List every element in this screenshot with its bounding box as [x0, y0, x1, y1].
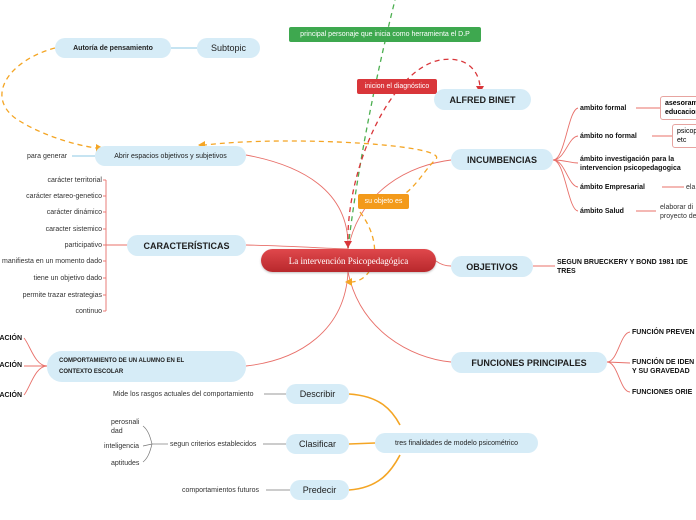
incumbencia-ambito-investigacion: ámbito investigación para la intervencio… — [580, 155, 681, 173]
topic-tres-finalidades[interactable]: tres finalidades de modelo psicométrico — [375, 433, 538, 453]
funcion-item: FUNCIÓN PREVEN — [632, 329, 695, 336]
caracteristica-item: participativo — [64, 242, 102, 249]
objetivos-line-1: SEGUN BRUECKERY Y BOND 1981 IDE — [557, 259, 688, 266]
personalidad-line-1: perosnali — [111, 419, 140, 426]
personalidad-line-2: dad — [111, 428, 123, 435]
central-topic[interactable]: La intervención Psicopedagógica — [261, 249, 436, 272]
funcion-identificacion-line-1: FUNCIÓN DE IDEN — [632, 359, 695, 366]
incumbencia-empresarial-detail: ela — [686, 184, 696, 191]
topic-incumbencias[interactable]: INCUMBENCIAS — [451, 149, 553, 170]
topic-alfred-binet[interactable]: ALFRED BINET — [434, 89, 531, 110]
no-formal-detail-line-2: etc — [677, 137, 687, 144]
caracteristica-item: tiene un objetivo dado — [33, 275, 103, 282]
caracteristica-item: carácter etareo-genetico — [26, 193, 102, 200]
topic-autoria-pensamiento[interactable]: Autoría de pensamiento — [55, 38, 171, 58]
formal-detail-line-1: asesorami — [665, 100, 696, 107]
caracteristica-item: continuo — [75, 308, 102, 315]
caracteristica-item: carácter territorial — [47, 177, 102, 184]
comportamiento-item: ACIÓN — [0, 392, 22, 399]
funcion-item: FUNCIÓN DE IDEN Y SU GRAVEDAD — [632, 358, 694, 376]
topic-caracteristicas[interactable]: CARACTERÍSTICAS — [127, 235, 246, 256]
incumbencia-ambito-salud: ámbito Salud — [580, 208, 624, 215]
funcion-identificacion-line-2: Y SU GRAVEDAD — [632, 368, 690, 375]
clasificar-detail: segun criterios establecidos — [170, 441, 257, 448]
topic-comportamiento-text: COMPORTAMIENTO DE UN ALUMNO EN EL CONTEX… — [59, 356, 184, 378]
caracteristica-item: caracter sistemico — [45, 226, 102, 233]
funcion-item: FUNCIONES ORIE — [632, 389, 693, 396]
objetivos-detail: SEGUN BRUECKERY Y BOND 1981 IDE TRES — [557, 258, 688, 276]
incumbencia-formal-detail: asesorami educacion — [660, 96, 696, 120]
topic-describir[interactable]: Describir — [286, 384, 349, 404]
topic-clasificar[interactable]: Clasificar — [286, 434, 349, 454]
comportamiento-item: ACIÓN — [0, 362, 22, 369]
topic-abrir-espacios[interactable]: Abrir espacios objetivos y subjetivos — [95, 146, 246, 166]
comportamiento-line-2: CONTEXTO ESCOLAR — [59, 368, 124, 375]
tag-inicio-diagnostico[interactable]: inicion el diagnóstico — [357, 79, 437, 94]
formal-detail-line-2: educacion — [665, 109, 696, 116]
tag-principal-personaje[interactable]: principal personaje que inicia como herr… — [289, 27, 481, 42]
caracteristica-item: manifiesta en un momento dado — [1, 258, 102, 265]
salud-detail-line-1: elaborar di — [660, 204, 694, 211]
comportamiento-line-1: COMPORTAMIENTO DE UN ALUMNO EN EL — [59, 357, 185, 364]
comportamiento-item: ACIÓN — [0, 335, 22, 342]
no-formal-detail-line-1: psicop — [677, 128, 696, 135]
topic-objetivos[interactable]: OBJETIVOS — [451, 256, 533, 277]
topic-predecir[interactable]: Predecir — [290, 480, 349, 500]
topic-subtopic[interactable]: Subtopic — [197, 38, 260, 58]
incumbencia-ambito-empresarial: ámbito Empresarial — [580, 184, 645, 191]
objetivos-line-2: TRES — [557, 268, 576, 275]
caracteristica-item: permite trazar estrategias — [22, 292, 102, 299]
clasificar-item-aptitudes: aptitudes — [111, 460, 140, 467]
investigacion-line-1: ámbito investigación para la — [580, 156, 675, 163]
incumbencia-salud-detail: elaborar di proyecto de — [660, 203, 696, 221]
describir-detail: Mide los rasgos actuales del comportamie… — [113, 391, 254, 398]
salud-detail-line-2: proyecto de — [660, 213, 696, 220]
topic-funciones-principales[interactable]: FUNCIONES PRINCIPALES — [451, 352, 607, 373]
incumbencia-no-formal-detail: psicop etc — [672, 124, 696, 148]
tag-su-objeto-es[interactable]: su objeto es — [358, 194, 409, 209]
investigacion-line-2: intervencion psicopedagogica — [580, 165, 681, 172]
topic-comportamiento-alumno[interactable]: COMPORTAMIENTO DE UN ALUMNO EN EL CONTEX… — [47, 351, 246, 382]
label-para-generar: para generar — [27, 153, 68, 160]
clasificar-item-personalidad: perosnali dad — [111, 418, 139, 436]
incumbencia-ambito-formal: ambito formal — [580, 105, 627, 112]
predecir-detail: comportamientos futuros — [182, 487, 260, 494]
incumbencia-ambito-no-formal: ámbito no formal — [580, 133, 637, 140]
clasificar-item-inteligencia: inteligencia — [104, 443, 140, 450]
caracteristica-item: carácter dinámico — [46, 209, 102, 216]
